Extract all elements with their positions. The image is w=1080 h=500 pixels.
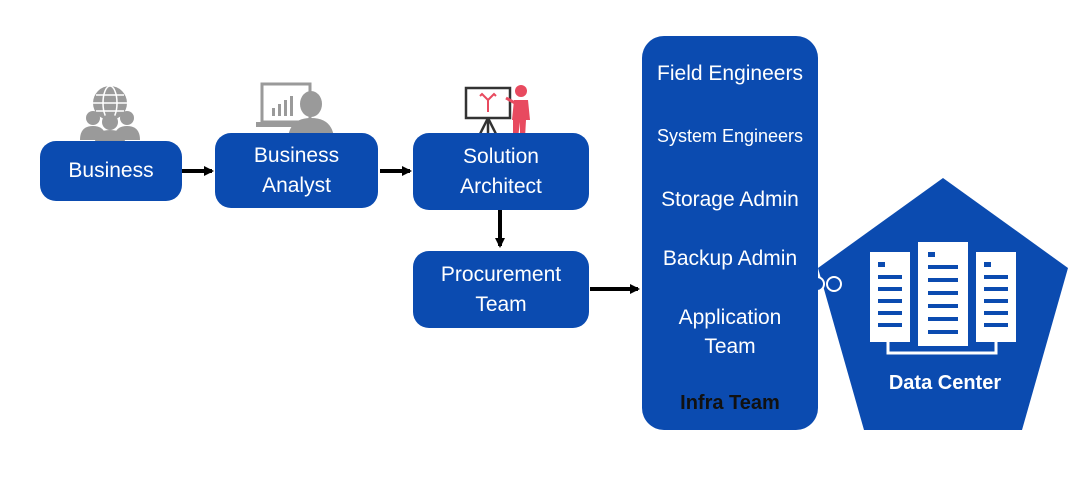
infra-item-field-engineers: Field Engineers	[657, 62, 803, 85]
node-business-analyst-line2: Analyst	[262, 173, 331, 197]
globe-people-icon	[80, 85, 140, 142]
infra-item-system-engineers: System Engineers	[656, 126, 804, 146]
node-procurement-team: Procurement Team	[413, 251, 589, 328]
node-solution-architect: Solution Architect	[413, 133, 589, 210]
node-solution-architect-line2: Architect	[460, 174, 542, 198]
server-rack-icon	[870, 242, 1016, 355]
presenter-board-icon	[464, 85, 530, 139]
node-business-analyst: Business Analyst	[215, 133, 378, 208]
data-center-label: Data Center	[888, 372, 1002, 394]
infra-team-caption: Infra Team	[680, 392, 780, 414]
node-procurement-team-line1: Procurement	[440, 262, 562, 286]
infra-item-backup-admin: Backup Admin	[662, 247, 798, 270]
node-business: Business	[40, 141, 182, 201]
infra-team-panel: Field Engineers System Engineers Storage…	[642, 36, 818, 430]
analyst-chart-icon	[256, 82, 334, 138]
node-business-analyst-line1: Business	[253, 143, 340, 167]
node-procurement-team-line2: Team	[475, 292, 527, 316]
infra-item-storage-admin: Storage Admin	[661, 188, 799, 211]
infra-item-application-team-line2: Team	[704, 335, 756, 358]
infra-item-application-team-line1: Application	[678, 306, 782, 329]
node-business-label: Business	[68, 159, 154, 182]
node-solution-architect-line1: Solution	[463, 144, 539, 168]
